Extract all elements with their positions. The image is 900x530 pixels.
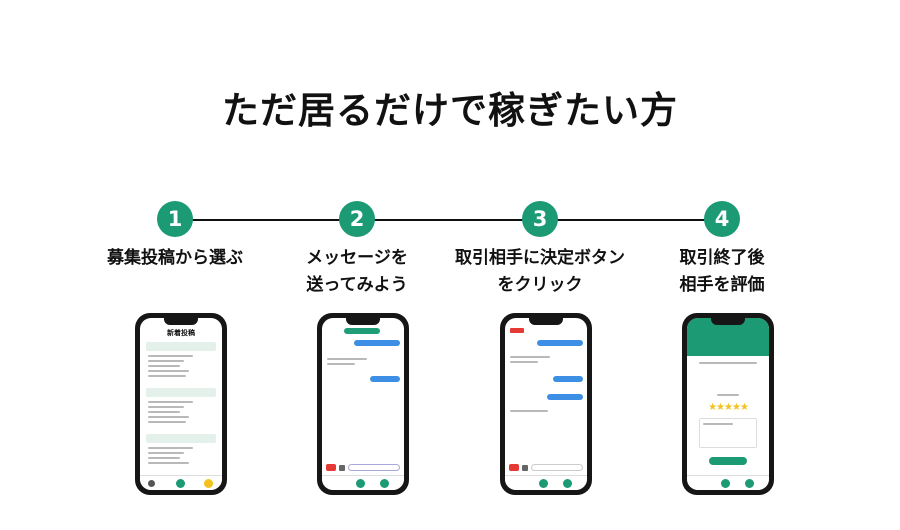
- nav-icon[interactable]: [356, 479, 365, 488]
- post-card: [146, 388, 216, 397]
- submit-rating-button[interactable]: [709, 457, 747, 465]
- step-3-label-line1: 取引相手に決定ボタン: [455, 248, 625, 268]
- nav-icon[interactable]: [539, 479, 548, 488]
- step-2-label: メッセージを 送ってみよう: [257, 245, 457, 299]
- message-received: [510, 410, 548, 415]
- message-bubble-sent: [547, 394, 583, 400]
- phone-mockup-4: ★★★★★: [682, 313, 774, 495]
- message-input[interactable]: [531, 464, 583, 471]
- phone-mockup-2: [317, 313, 409, 495]
- step-1-circle: 1: [157, 201, 193, 237]
- step-2-label-line2: 送ってみよう: [306, 275, 408, 295]
- phone-notch: [346, 318, 380, 325]
- message-bubble-sent: [370, 376, 400, 382]
- phone-2-screen: [322, 318, 404, 490]
- phone-3-screen: [505, 318, 587, 490]
- step-2-circle: 2: [339, 201, 375, 237]
- step-3-label-line2: をクリック: [497, 275, 583, 295]
- phone-mockup-1: 新着投稿: [135, 313, 227, 495]
- rating-label: [717, 394, 739, 399]
- step-1-label: 募集投稿から選ぶ: [75, 245, 275, 272]
- bottom-nav: [322, 475, 404, 490]
- post-details: [148, 401, 193, 426]
- phone-notch: [529, 318, 563, 325]
- message-bubble-sent: [354, 340, 400, 346]
- step-4-label: 取引終了後 相手を評価: [622, 245, 822, 299]
- phone-notch: [164, 318, 198, 325]
- step-2-label-line1: メッセージを: [306, 248, 408, 268]
- message-input-bar[interactable]: [326, 463, 400, 472]
- camera-icon[interactable]: [339, 464, 345, 471]
- step-4-circle: 4: [704, 201, 740, 237]
- message-bubble-sent: [553, 376, 583, 382]
- phone-4-screen: ★★★★★: [687, 318, 769, 490]
- step-1-label-line1: 募集投稿から選ぶ: [107, 248, 243, 268]
- bottom-nav: [687, 475, 769, 490]
- message-input-bar[interactable]: [509, 463, 583, 472]
- bottom-nav: [505, 475, 587, 490]
- rating-stars[interactable]: ★★★★★: [708, 402, 749, 413]
- step-3-circle: 3: [522, 201, 558, 237]
- nav-star-icon[interactable]: [204, 479, 213, 488]
- message-bubble-sent: [537, 340, 583, 346]
- step-4-label-line2: 相手を評価: [679, 275, 765, 295]
- profile-info: [699, 362, 757, 367]
- bottom-nav: [140, 475, 222, 490]
- decide-button[interactable]: [509, 464, 519, 471]
- step-4-label-line1: 取引終了後: [679, 248, 765, 268]
- phone-1-screen-title: 新着投稿: [167, 329, 195, 337]
- phone-mockup-3: [500, 313, 592, 495]
- step-3-label: 取引相手に決定ボタン をクリック: [440, 245, 640, 299]
- phone-notch: [711, 318, 745, 325]
- message-input[interactable]: [348, 464, 400, 471]
- message-received: [327, 358, 367, 368]
- camera-icon[interactable]: [522, 464, 528, 471]
- post-card: [146, 342, 216, 351]
- timeline-line: [175, 219, 723, 221]
- nav-icon[interactable]: [721, 479, 730, 488]
- post-card: [146, 434, 216, 443]
- review-textarea[interactable]: [699, 418, 757, 448]
- page-title: ただ居るだけで稼ぎたい方: [222, 89, 678, 132]
- decided-badge: [510, 328, 524, 333]
- nav-icon[interactable]: [380, 479, 389, 488]
- nav-icon[interactable]: [745, 479, 754, 488]
- nav-icon[interactable]: [563, 479, 572, 488]
- message-received: [510, 356, 550, 366]
- post-details: [148, 355, 193, 380]
- post-details: [148, 447, 193, 467]
- phone-1-screen: 新着投稿: [140, 318, 222, 490]
- nav-post-icon[interactable]: [176, 479, 185, 488]
- nav-home-icon[interactable]: [148, 480, 155, 487]
- decide-button[interactable]: [326, 464, 336, 471]
- message-bubble-sent: [344, 328, 380, 334]
